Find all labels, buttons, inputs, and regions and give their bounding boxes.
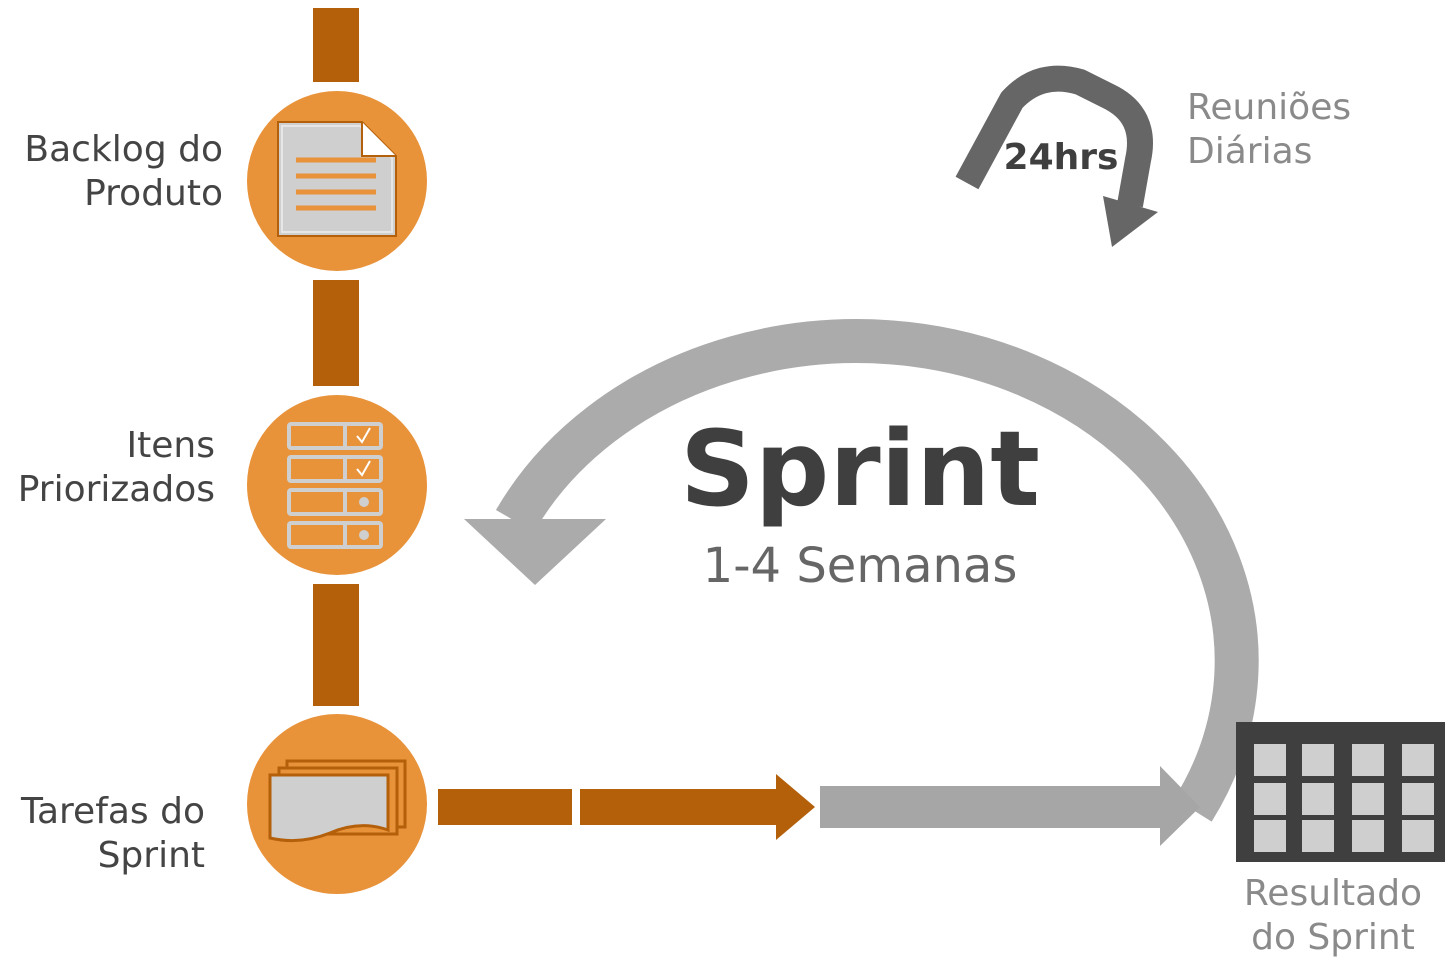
step-label-backlog: Backlog do Produto <box>24 128 223 216</box>
step-circle-backlog <box>239 83 435 279</box>
result-grid <box>1236 722 1445 862</box>
document-icon <box>277 121 397 237</box>
result-label-line: do Sprint <box>1251 917 1415 958</box>
step-label-line: Sprint <box>97 835 205 876</box>
daily-label-line: Reuniões <box>1187 87 1352 128</box>
step-label-line: Tarefas do <box>20 791 205 832</box>
checklist-icon <box>287 422 383 549</box>
step-label-line: Backlog do <box>24 129 223 170</box>
step-circle-priorities <box>239 387 435 583</box>
step-label-tasks: Tarefas do Sprint <box>21 790 205 878</box>
step-label-priorities: Itens Priorizados <box>18 424 215 512</box>
sprint-title: Sprint <box>679 408 1041 530</box>
result-label-line: Resultado <box>1243 873 1423 914</box>
step-circle-tasks <box>239 706 435 902</box>
daily-label-line: Diárias <box>1187 131 1313 172</box>
daily-hours: 24hrs <box>1003 137 1119 178</box>
daily-loop-arrow <box>955 65 1158 247</box>
step-label-line: Priorizados <box>17 469 215 510</box>
sprint-duration: 1-4 Semanas <box>702 538 1018 594</box>
timeline-bar <box>313 8 359 706</box>
grid-icon <box>1254 744 1434 852</box>
tasks-to-sprint-arrow <box>438 774 815 840</box>
sprint-cycle-arrow <box>464 247 1259 822</box>
task-cards-icon <box>268 759 407 843</box>
daily-label: Reuniões Diárias <box>1187 86 1351 174</box>
result-arrow <box>820 766 1200 846</box>
step-label-line: Itens <box>126 425 215 466</box>
step-label-line: Produto <box>84 173 223 214</box>
result-label: Resultado do Sprint <box>1228 872 1438 960</box>
